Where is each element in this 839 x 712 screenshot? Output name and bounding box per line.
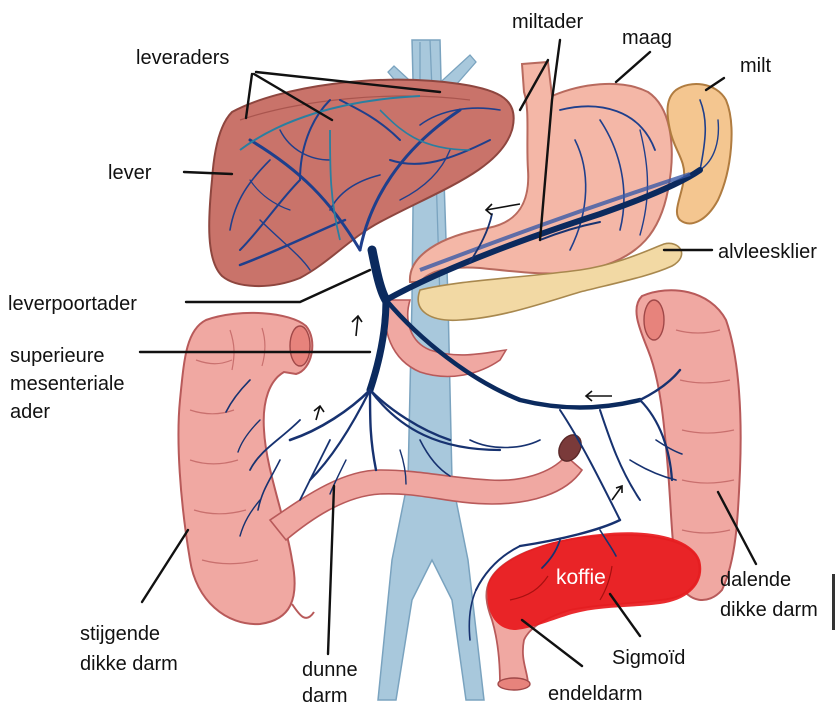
label-leverpoortader: leverpoortader <box>8 293 137 315</box>
label-lever: lever <box>108 162 152 184</box>
label-superieure-line3: ader <box>10 401 50 423</box>
label-miltader: miltader <box>512 11 583 33</box>
edge-marker <box>832 574 835 630</box>
label-dalende-line2: dikke darm <box>720 599 818 621</box>
label-sigmoid: Sigmoïd <box>612 647 685 669</box>
ascending-colon <box>178 313 314 624</box>
label-dunne-line1: dunne <box>302 659 358 681</box>
label-alvleesklier: alvleesklier <box>718 241 817 263</box>
label-stijgende-line2: dikke darm <box>80 653 178 675</box>
label-stijgende-line1: stijgende <box>80 623 160 645</box>
label-leveraders: leveraders <box>136 47 229 69</box>
label-dalende-line1: dalende <box>720 569 791 591</box>
label-superieure-line1: superieure <box>10 345 105 367</box>
label-dunne-line2: darm <box>302 685 348 707</box>
label-maag: maag <box>622 27 672 49</box>
label-endeldarm: endeldarm <box>548 683 643 705</box>
label-milt: milt <box>740 55 772 77</box>
label-koffie: koffie <box>556 566 606 589</box>
spleen <box>668 84 732 223</box>
label-superieure-line2: mesenteriale <box>10 373 125 395</box>
